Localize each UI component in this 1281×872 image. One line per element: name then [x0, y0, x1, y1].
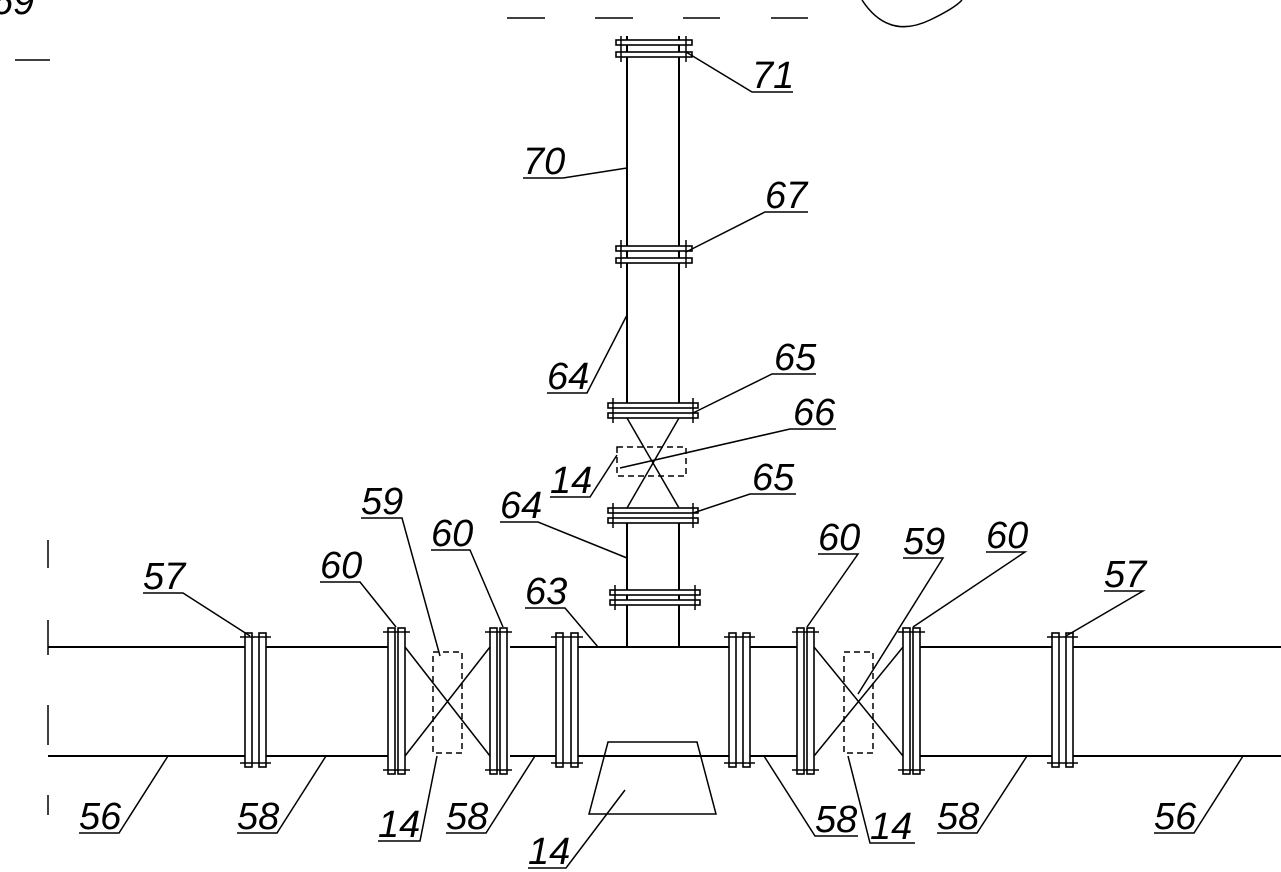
valve-59-right: [813, 646, 904, 757]
label-59-right: 59: [903, 521, 945, 563]
flange-60-left-inner: [485, 627, 512, 775]
valve-59-left: [404, 646, 491, 757]
label-14-reducer: 14: [528, 831, 570, 872]
label-58-left-inner: 58: [446, 796, 488, 838]
label-71: 71: [752, 55, 794, 97]
label-57-left: 57: [143, 556, 187, 598]
label-57-right: 57: [1104, 554, 1148, 596]
label-14-valve-right: 14: [870, 806, 912, 848]
flange-riser-base: [609, 585, 701, 610]
label-56-right: 56: [1154, 796, 1197, 838]
label-63: 63: [525, 571, 567, 613]
leader-lines: [79, 51, 1244, 869]
flange-60-left-outer: [383, 627, 410, 775]
label-69: 69: [0, 0, 34, 23]
riser-pipe: [626, 36, 680, 647]
label-65-upper: 65: [774, 337, 817, 379]
label-56-left: 56: [79, 796, 122, 838]
label-60-right-outer: 60: [986, 515, 1028, 557]
label-70: 70: [523, 141, 565, 183]
flange-57-right: [1047, 632, 1078, 768]
label-66: 66: [793, 392, 836, 434]
flange-63-left: [551, 632, 583, 768]
label-65-lower: 65: [752, 457, 795, 499]
label-58-right-outer: 58: [937, 796, 979, 838]
label-14-valve-left: 14: [378, 804, 420, 846]
top-boundary: [15, 0, 963, 61]
main-pipe: [48, 646, 1281, 757]
label-64-upper: 64: [547, 356, 589, 398]
label-59-left: 59: [361, 481, 403, 523]
flange-60-right-outer: [898, 627, 925, 775]
flange-65-lower: [607, 503, 699, 528]
flange-71: [615, 36, 693, 62]
label-64-lower: 64: [500, 485, 542, 527]
flange-57-left: [240, 632, 271, 768]
label-58-right-inner: 58: [815, 799, 857, 841]
label-60-left-outer: 60: [320, 545, 362, 587]
label-60-right-inner: 60: [818, 517, 860, 559]
label-58-left-outer: 58: [237, 796, 279, 838]
label-67: 67: [765, 175, 809, 217]
flange-65-upper: [607, 398, 699, 423]
label-14-valve-vertical: 14: [550, 460, 592, 502]
reducer-14: [588, 741, 717, 815]
flange-60-right-inner: [792, 627, 819, 775]
label-60-left-inner: 60: [431, 513, 473, 555]
flange-63-right: [724, 632, 755, 768]
valve-66: [616, 417, 687, 509]
labels: 69 71 70 67 64 65 66 14 65 64 59 60 60 6…: [0, 0, 1197, 872]
